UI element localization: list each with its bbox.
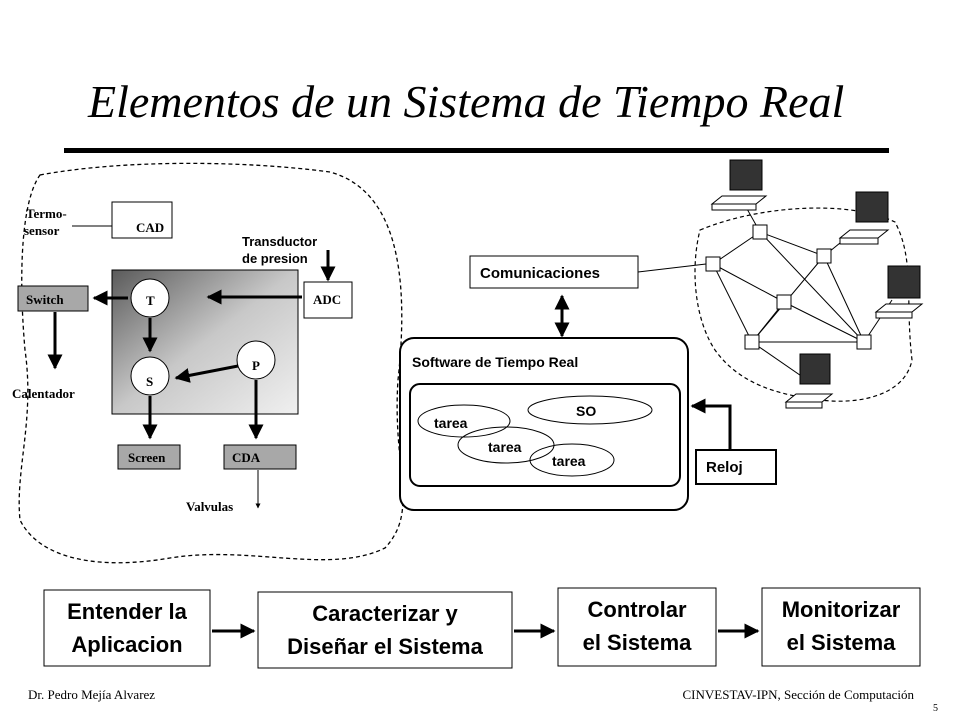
cad-box	[111, 201, 173, 239]
comunicaciones-label: Comunicaciones	[480, 265, 600, 282]
step-controlar-box	[557, 587, 717, 667]
screen-box	[117, 444, 181, 470]
adc-label: ADC	[313, 292, 341, 307]
step-entender-line1: Entender la	[67, 599, 188, 624]
step-caracterizar-line1: Caracterizar y	[312, 601, 458, 626]
step-caracterizar-line2: Diseñar el Sistema	[287, 634, 483, 659]
step-monitorizar-line2: el Sistema	[787, 630, 897, 655]
transductor-label-1: Transductor	[242, 234, 317, 249]
cad-label: CAD	[136, 220, 164, 235]
tarea-label-1: tarea	[434, 415, 468, 431]
step-entender-line2: Aplicacion	[71, 632, 182, 657]
step-controlar-line2: el Sistema	[583, 630, 693, 655]
t-node-label: T	[146, 293, 155, 308]
comunicaciones-to-network-line	[637, 263, 707, 273]
reloj-to-software-arrow	[690, 398, 732, 450]
footer-institution: CINVESTAV-IPN, Sección de Computación	[682, 687, 915, 702]
computer-icon	[838, 191, 890, 245]
step-controlar-line1: Controlar	[588, 597, 687, 622]
computer-icon	[784, 353, 834, 409]
computer-icon	[874, 265, 924, 319]
reloj-label: Reloj	[706, 459, 743, 476]
tarea-ellipse-1	[417, 404, 511, 438]
slide-title: Elementos de un Sistema de Tiempo Real	[87, 76, 844, 127]
p-node-label: P	[252, 358, 260, 373]
network-links	[712, 199, 893, 383]
calentador-label: Calentador	[12, 386, 75, 401]
valvulas-label: Valvulas	[186, 499, 233, 514]
footer-author: Dr. Pedro Mejía Alvarez	[28, 687, 156, 702]
cda-label: CDA	[232, 450, 261, 465]
network-nodes	[705, 224, 872, 350]
reloj-box	[695, 449, 777, 485]
transductor-label-2: de presion	[242, 251, 308, 266]
so-label: SO	[576, 403, 596, 419]
network-dashed-boundary	[694, 207, 913, 402]
t-node	[130, 278, 170, 318]
tarea-label-3: tarea	[552, 453, 586, 469]
screen-label: Screen	[128, 450, 166, 465]
switch-box	[17, 285, 89, 312]
termo-sensor-label-2: sensor	[24, 223, 60, 238]
tarea-ellipse-3	[529, 443, 615, 477]
switch-label: Switch	[26, 292, 64, 307]
tarea-label-2: tarea	[488, 439, 522, 455]
step-caracterizar-box	[257, 591, 513, 669]
p-node	[236, 340, 276, 380]
page-number: 5	[933, 703, 938, 714]
software-title: Software de Tiempo Real	[412, 354, 578, 370]
comunicaciones-box	[469, 255, 639, 289]
step-monitorizar-line1: Monitorizar	[782, 597, 901, 622]
termo-sensor-label-1: Termo-	[26, 206, 67, 221]
step-monitorizar-box	[761, 587, 921, 667]
computer-icon	[710, 159, 768, 211]
so-ellipse	[527, 395, 653, 425]
adc-box	[303, 281, 353, 319]
s-node-label: S	[146, 374, 153, 389]
title-underline	[64, 148, 889, 153]
s-node	[130, 356, 170, 396]
p-to-s-arrow	[174, 364, 239, 383]
step-entender-box	[43, 589, 211, 667]
cda-box	[223, 444, 297, 470]
